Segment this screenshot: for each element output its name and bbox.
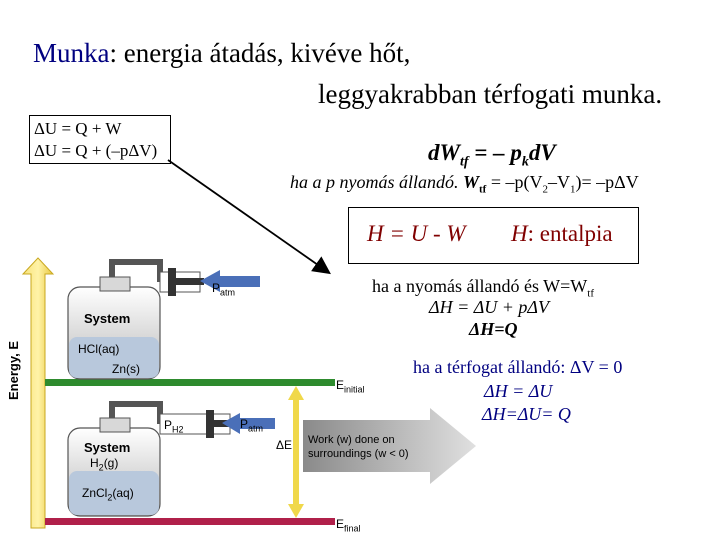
zncl-label: ZnCl2(aq) xyxy=(82,486,134,502)
dw-sub-k: k xyxy=(521,154,529,170)
initial-system-flask xyxy=(67,259,204,380)
delta-e-arrow xyxy=(288,386,304,518)
initial-system-label: System xyxy=(84,311,131,326)
isobaric-equation: ΔH = ΔU + pΔV xyxy=(429,297,549,317)
ph2-sub: H2 xyxy=(172,424,184,435)
h2g-sub: 2 xyxy=(98,462,104,473)
enthalpy-definition: H = U - W xyxy=(367,221,466,246)
zncl-main: ZnCl xyxy=(82,486,108,500)
isobaric-lead: ha a nyomás állandó és W=W xyxy=(372,276,588,296)
first-law-pv-equation: ΔU = Q + (–pΔV) xyxy=(34,141,158,160)
hcl-label: HCl(aq) xyxy=(78,342,120,356)
enthalpy-box: H = U - W H: entalpia xyxy=(348,207,639,264)
e-initial-sub: initial xyxy=(344,384,365,395)
isochoric-result: ΔH=ΔU= Q xyxy=(482,404,571,424)
patm-arrow-lower xyxy=(222,413,275,434)
energy-axis-arrow xyxy=(21,257,55,529)
h2g-rest: (g) xyxy=(103,456,119,470)
dw-sub-tf: tf xyxy=(459,154,469,170)
dw-tail: dV xyxy=(528,140,556,165)
title-line1-rest: : energia átadás, kivéve hőt, xyxy=(109,38,411,68)
slide-title-line1: Munka: energia átadás, kivéve hőt, xyxy=(33,38,410,69)
energy-axis-label: Energy, E xyxy=(6,340,21,400)
patm-upper-p: P xyxy=(212,281,221,295)
title-keyword: Munka xyxy=(33,38,110,68)
e-final-e: E xyxy=(336,517,345,531)
dw-mid: = – p xyxy=(468,140,522,165)
cp-lead: ha a p nyomás állandó. xyxy=(290,172,463,192)
h2g-label: H2(g) xyxy=(90,456,118,472)
patm-label-lower: Patm xyxy=(240,417,263,433)
cp-sub1: 1 xyxy=(570,183,576,196)
volume-work-formula: dWtf = – pkdV xyxy=(428,140,556,171)
zncl-rest: (aq) xyxy=(112,486,134,500)
patm-upper-sub: atm xyxy=(220,287,236,298)
constant-pressure-line: ha a p nyomás állandó. Wtf = –p(V2–V1)= … xyxy=(290,172,639,196)
patm-lower-sub: atm xyxy=(248,423,264,434)
patm-label-upper: Patm xyxy=(212,281,235,297)
h2g-h: H xyxy=(90,456,99,470)
isobaric-sub: tf xyxy=(587,287,594,300)
ph2-label: PH2 xyxy=(164,418,184,434)
cp-tail: )= –pΔV xyxy=(575,172,639,192)
initial-energy-line xyxy=(45,379,335,386)
e-initial-e: E xyxy=(336,378,345,392)
zn-label: Zn(s) xyxy=(112,362,140,376)
cp-minus: –V xyxy=(548,172,570,192)
work-arrow xyxy=(303,408,476,484)
final-system-flask xyxy=(67,401,236,517)
enthalpy-rest: : entalpia xyxy=(527,221,613,246)
delta-e-label: ΔE xyxy=(276,438,293,452)
enthalpy-label: H: entalpia xyxy=(511,221,613,247)
isobaric-condition: ha a nyomás állandó és W=Wtf xyxy=(372,276,594,300)
final-energy-line xyxy=(45,518,335,525)
zncl-sub: 2 xyxy=(107,492,113,503)
work-label-line1: Work (w) done on xyxy=(308,434,395,446)
work-label-line2: surroundings (w < 0) xyxy=(308,448,409,460)
first-law-equation: ΔU = Q + W xyxy=(34,119,122,138)
e-final-label: Efinal xyxy=(336,517,361,533)
first-law-box: ΔU = Q + W ΔU = Q + (–pΔV) xyxy=(29,115,171,164)
work-label: Work (w) done on surroundings (w < 0) xyxy=(308,433,409,461)
patm-lower-p: P xyxy=(240,417,249,431)
final-system-label: System xyxy=(84,440,131,455)
cp-w-sub: tf xyxy=(479,183,487,196)
patm-arrow-upper xyxy=(200,270,260,292)
isochoric-equation: ΔH = ΔU xyxy=(484,381,553,401)
cp-sub2: 2 xyxy=(542,183,549,196)
ph2-p: P xyxy=(164,418,173,432)
e-initial-label: Einitial xyxy=(336,378,365,394)
dw-lead: dW xyxy=(428,140,460,165)
isobaric-result: ΔH=Q xyxy=(469,319,518,339)
enthalpy-var: H xyxy=(511,221,528,246)
cp-mid: = –p(V xyxy=(486,172,543,192)
e-final-sub: final xyxy=(344,523,361,534)
cp-w: W xyxy=(463,172,480,192)
slide-title-line2: leggyakrabban térfogati munka. xyxy=(318,79,663,109)
isochoric-condition: ha a térfogat állandó: ΔV = 0 xyxy=(413,357,623,377)
